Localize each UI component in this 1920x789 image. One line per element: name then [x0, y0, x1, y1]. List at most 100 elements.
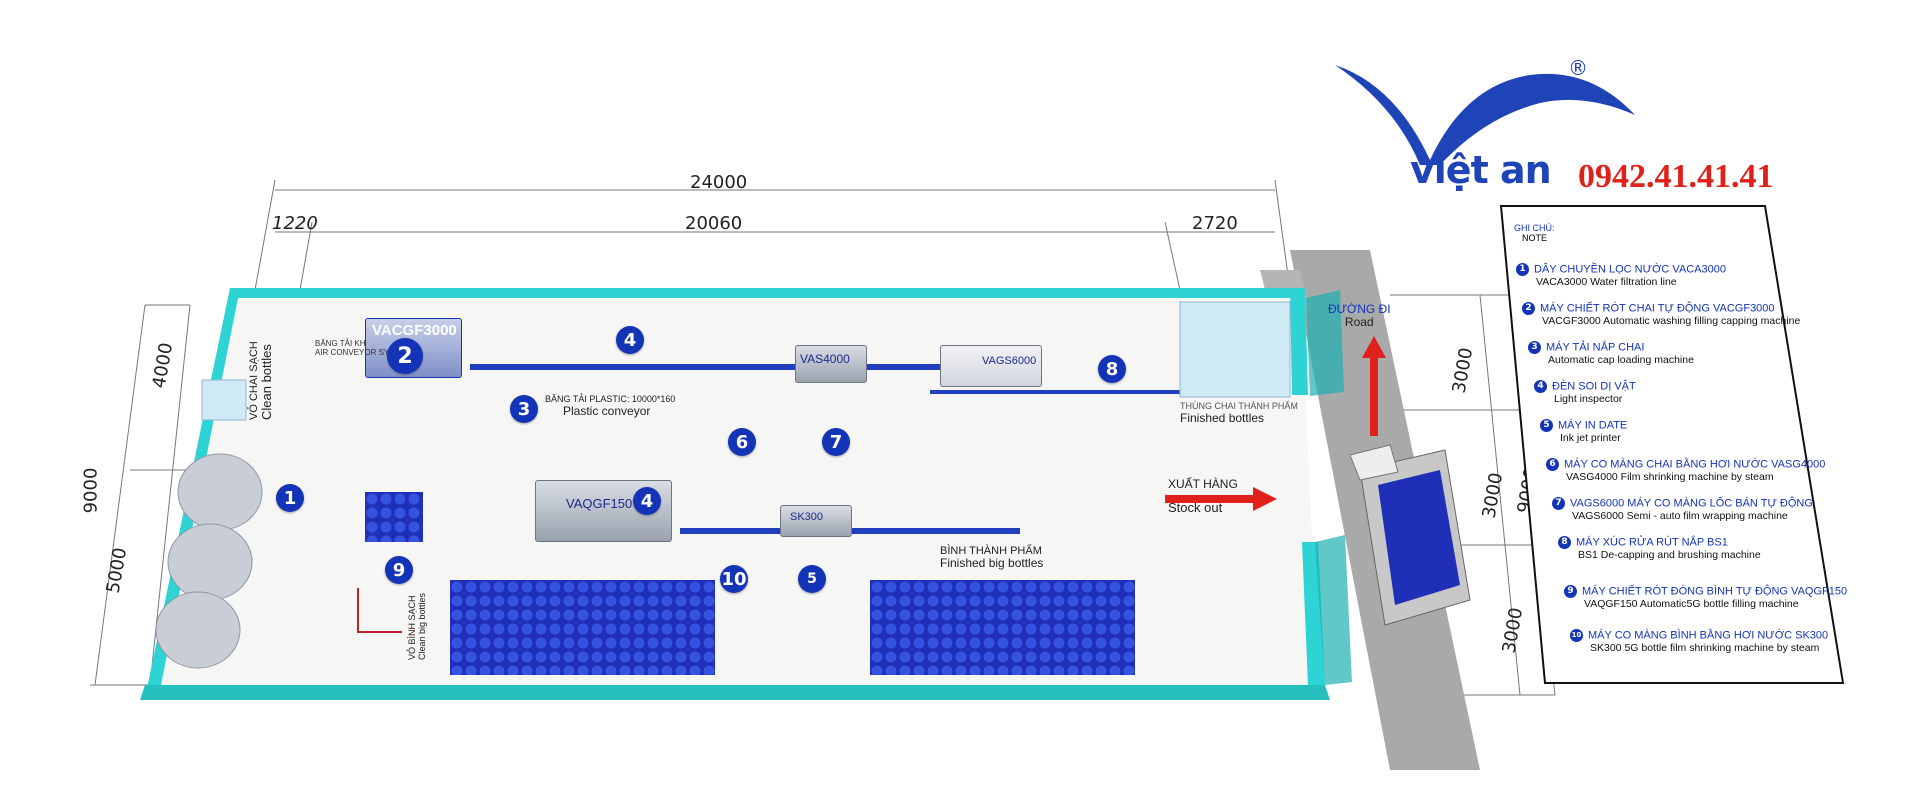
plastic-conveyor-en: Plastic conveyor: [563, 403, 651, 418]
legend-vi: ĐÈN SOI DỊ VẬT: [1552, 380, 1636, 393]
legend-item: 5 MÁY IN DATE Ink jet printer: [1540, 419, 1627, 444]
dim-top-total: 24000: [690, 172, 748, 193]
legend-num: 3: [1528, 341, 1541, 354]
air-conveyor-en: AIR CONVEYOR SY: [315, 347, 390, 357]
legend-vi: DÂY CHUYỀN LỌC NƯỚC VACA3000: [1534, 263, 1727, 276]
legend-item: 4 ĐÈN SOI DỊ VẬT Light inspector: [1534, 380, 1636, 405]
legend-en: VACA3000 Water filtration line: [1536, 276, 1677, 288]
legend-item: 9 MÁY CHIẾT RÓT ĐÓNG BÌNH TỰ ĐỘNG VAQGF15…: [1564, 585, 1847, 610]
vas4000-label: VAS4000: [800, 352, 850, 366]
brand-phone: 0942.41.41.41: [1578, 158, 1774, 195]
legend-vi: MÁY CO MÀNG CHAI BẰNG HƠI NƯỚC VASG4000: [1564, 458, 1826, 471]
legend-en: BS1 De-capping and brushing machine: [1578, 549, 1761, 561]
legend-en: Ink jet printer: [1560, 432, 1621, 444]
plastic-conveyor-label: BĂNG TẢI PLASTIC: 10000*160 Plastic conv…: [545, 394, 676, 418]
bottle-stack-right: [870, 580, 1135, 675]
marker-4-bottom: 10: [720, 565, 748, 593]
marker-10: 5: [798, 565, 826, 593]
legend-en: Light inspector: [1554, 393, 1623, 405]
legend-en: VASG4000 Film shrinking machine by steam: [1566, 471, 1774, 483]
finished-bottles-label: THÙNG CHAI THÀNH PHẨM Finished bottles: [1180, 401, 1298, 425]
finished-big-vi: BÌNH THÀNH PHẨM: [940, 545, 1042, 557]
dim-top-left: 1220: [272, 213, 318, 234]
marker-8: 9: [385, 556, 413, 584]
legend-title-en: NOTE: [1522, 233, 1548, 243]
legend-en: Automatic cap loading machine: [1548, 354, 1694, 366]
marker-4-top: 4: [616, 326, 644, 354]
legend-en: VAQGF150 Automatic5G bottle filling mach…: [1584, 598, 1799, 610]
legend-en: VACGF3000 Automatic washing filling capp…: [1542, 315, 1801, 327]
legend-title-vi: GHI CHÚ:: [1514, 223, 1555, 233]
air-conveyor-label: BĂNG TẢI KH AIR CONVEYOR SY: [315, 339, 390, 358]
truck: [1350, 444, 1471, 626]
marker-7: 8: [1098, 355, 1126, 383]
sk300-label: SK300: [790, 511, 824, 523]
marker-6: 7: [822, 428, 850, 456]
legend-en: SK300 5G bottle film shrinking machine b…: [1590, 642, 1820, 654]
air-conveyor-vi: BĂNG TẢI KH: [315, 339, 366, 348]
legend-item: 1 DÂY CHUYỀN LỌC NƯỚC VACA3000 VACA3000 W…: [1516, 263, 1726, 288]
road-en: Road: [1344, 315, 1374, 330]
stock-out-arrow: [1165, 487, 1277, 511]
legend-num: 5: [1540, 419, 1553, 432]
viet-an-logo-icon: [1335, 65, 1635, 165]
road-arrow: [1362, 336, 1386, 436]
legend-num: 6: [1546, 458, 1559, 471]
finished-big-en: Finished big bottles: [940, 556, 1044, 571]
marker-2: 2: [387, 338, 423, 374]
stock-out-label: XUẤT HÀNG Stock out: [1168, 477, 1238, 516]
vaqgf150-label: VAQGF150: [566, 496, 633, 511]
legend-border: [1500, 205, 1845, 684]
sk300-machine: [780, 505, 852, 537]
clean-big-en: Clean big bottles: [416, 592, 427, 660]
legend-num: 7: [1552, 497, 1565, 510]
vacgf3000-label: VACGF3000: [372, 322, 457, 339]
bottle-stack-small: [365, 492, 423, 542]
legend-vi: MÁY CHIẾT RÓT CHAI TỰ ĐỘNG VACGF3000: [1540, 302, 1775, 315]
vags6000-machine: [940, 345, 1042, 387]
legend-en: VAGS6000 Semi - auto film wrapping machi…: [1572, 510, 1788, 522]
legend-item: 2 MÁY CHIẾT RÓT CHAI TỰ ĐỘNG VACGF3000 VA…: [1522, 302, 1800, 327]
marker-1: 1: [276, 484, 304, 512]
legend-num: 2: [1522, 302, 1535, 315]
clean-bottles-en: Clean bottles: [259, 344, 275, 420]
legend-vi: VAGS6000 MÁY CO MÀNG LỐC BÁN TỰ ĐỘNG: [1570, 497, 1813, 510]
dim-top-middle: 20060: [685, 213, 743, 234]
marker-5: 6: [728, 428, 756, 456]
finished-big-label: BÌNH THÀNH PHẨM Finished big bottles: [940, 545, 1043, 570]
clean-bottles-label: VỎ CHAI SẠCH Clean bottles: [248, 341, 274, 420]
dim-left-total: 9000: [80, 467, 102, 514]
legend-num: 4: [1534, 380, 1547, 393]
legend-vi: MÁY IN DATE: [1558, 419, 1628, 432]
legend-vi: MÁY CHIẾT RÓT ĐÓNG BÌNH TỰ ĐỘNG VAQGF150: [1582, 585, 1848, 598]
legend-num: 1: [1516, 263, 1529, 276]
registered-mark: ®: [1568, 56, 1588, 80]
legend-item: 8 MÁY XÚC RỬA RÚT NẮP BS1 BS1 De-capping …: [1558, 536, 1761, 561]
legend-vi: MÁY CO MÀNG BÌNH BẰNG HƠI NƯỚC SK300: [1588, 629, 1829, 642]
legend-num: 8: [1558, 536, 1571, 549]
legend-item: 10 MÁY CO MÀNG BÌNH BẰNG HƠI NƯỚC SK300 S…: [1570, 629, 1828, 654]
legend-vi: MÁY XÚC RỬA RÚT NẮP BS1: [1576, 536, 1728, 549]
vas4000-machine: [795, 345, 867, 383]
legend-item: 7 VAGS6000 MÁY CO MÀNG LỐC BÁN TỰ ĐỘNG VA…: [1552, 497, 1813, 522]
legend-num: 9: [1564, 585, 1577, 598]
vags6000-label: VAGS6000: [982, 355, 1037, 367]
road-vi: ĐƯỜNG ĐI: [1328, 302, 1391, 316]
legend-title: GHI CHÚ: NOTE: [1514, 223, 1555, 243]
road-label: ĐƯỜNG ĐI Road: [1328, 302, 1391, 330]
bottle-stack-left: [450, 580, 715, 675]
brand-name: việt an: [1410, 148, 1552, 192]
finished-bottles-en: Finished bottles: [1180, 410, 1265, 425]
legend-item: 6 MÁY CO MÀNG CHAI BẰNG HƠI NƯỚC VASG4000…: [1546, 458, 1825, 483]
legend-num: 10: [1570, 629, 1583, 642]
clean-big-label: VỎ BÌNH SẠCH Clean big bottles: [407, 592, 428, 660]
stock-out-vi: XUẤT HÀNG: [1168, 477, 1238, 491]
legend-panel: GHI CHÚ: NOTE 1 DÂY CHUYỀN LỌC NƯỚC VACA3…: [1500, 205, 1847, 685]
finished-bottles-vi: THÙNG CHAI THÀNH PHẨM: [1180, 401, 1298, 411]
dim-top-right: 2720: [1192, 213, 1238, 234]
plastic-conveyor-vi: BĂNG TẢI PLASTIC: 10000*160: [545, 394, 676, 404]
stock-out-en: Stock out: [1168, 500, 1223, 516]
marker-3: 3: [510, 395, 538, 423]
